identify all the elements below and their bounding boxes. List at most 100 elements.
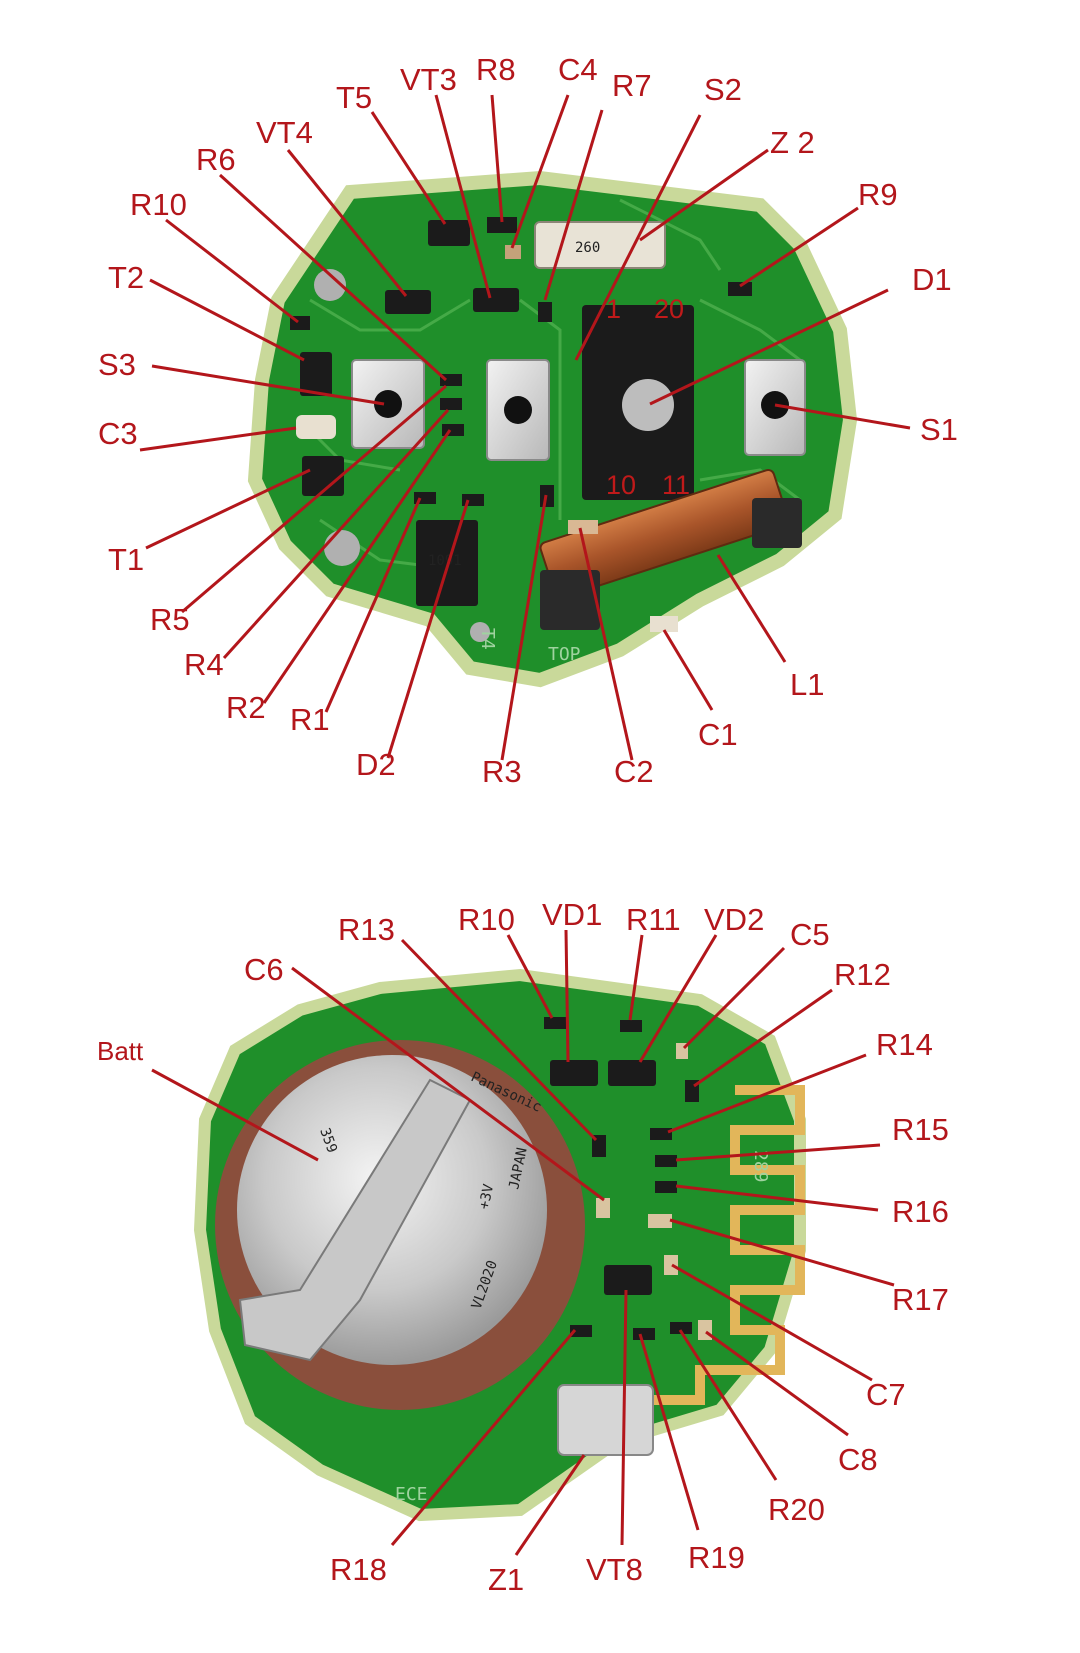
label-c8: C8 <box>838 1442 878 1477</box>
silk-top: TOP <box>548 644 581 665</box>
capacitor-c4 <box>505 245 521 259</box>
battery-tab <box>238 1078 472 1362</box>
resistor-r14 <box>650 1128 672 1140</box>
antenna-trace <box>640 1085 805 1405</box>
resistor-r8 <box>487 217 517 233</box>
label-l1: L1 <box>790 667 824 702</box>
label-c5: C5 <box>790 917 830 952</box>
label-vt4: VT4 <box>256 115 313 150</box>
silk-t4: T4 <box>477 628 498 650</box>
ic-d1-dot <box>622 379 674 431</box>
label-c3: C3 <box>98 416 138 451</box>
transistor-vt8 <box>604 1265 652 1295</box>
label-c1: C1 <box>698 717 738 752</box>
label-r6: R6 <box>196 142 236 177</box>
label-r19: R19 <box>688 1540 745 1575</box>
transistor-t1 <box>302 456 344 496</box>
label-t5: T5 <box>336 80 372 115</box>
capacitor-c6 <box>596 1198 610 1218</box>
top-leaders <box>139 94 911 761</box>
label-c7: C7 <box>866 1377 906 1412</box>
label-r16: R16 <box>892 1194 949 1229</box>
resistor-r15 <box>655 1155 677 1167</box>
label-c2: C2 <box>614 754 654 789</box>
label-r9: R9 <box>858 177 898 212</box>
solder-pad <box>324 530 360 566</box>
label-r2: R2 <box>226 690 266 725</box>
label-r10: R10 <box>130 187 187 222</box>
battery-marking-3v: +3V <box>476 1182 497 1211</box>
transistor-t5 <box>428 220 470 246</box>
label-d2: D2 <box>356 747 396 782</box>
silk-289: 289 <box>750 1150 771 1183</box>
label-r8: R8 <box>476 52 516 87</box>
label-z2: Z 2 <box>770 125 815 160</box>
label-r17: R17 <box>892 1282 949 1317</box>
transistor-vt4 <box>385 290 431 314</box>
ic-pin-20: 20 <box>654 294 684 324</box>
label-c6: C6 <box>244 952 284 987</box>
solder-pad <box>314 269 346 301</box>
capacitor-c7 <box>664 1255 678 1275</box>
resistor-r20 <box>670 1322 692 1334</box>
transistor-vt3 <box>473 288 519 312</box>
capacitor-c1 <box>650 616 678 632</box>
capacitor-c8 <box>698 1320 712 1340</box>
label-r20: R20 <box>768 1492 825 1527</box>
ic-pin-10: 10 <box>606 470 636 500</box>
label-r4: R4 <box>184 647 224 682</box>
capacitor-c3 <box>296 415 336 439</box>
label-r14: R14 <box>876 1027 933 1062</box>
label-r3: R3 <box>482 754 522 789</box>
label-r5: R5 <box>150 602 190 637</box>
transistor-t2 <box>300 352 332 396</box>
top-board: 260 1091 T4 T <box>98 52 958 789</box>
resistor-r17 <box>648 1214 672 1228</box>
ic-pin-1: 1 <box>606 294 621 324</box>
label-r15: R15 <box>892 1112 949 1147</box>
resistor-r6 <box>440 374 462 386</box>
label-r18: R18 <box>330 1552 387 1587</box>
label-s1: S1 <box>920 412 958 447</box>
resistor-r5 <box>440 398 462 410</box>
crystal-z2 <box>534 221 666 269</box>
crystal-marking: 260 <box>575 240 600 256</box>
label-s2: S2 <box>704 72 742 107</box>
resistor-r4 <box>442 424 464 436</box>
label-t1: T1 <box>108 542 144 577</box>
silk-ece: ECE <box>395 1484 428 1505</box>
label-t2: T2 <box>108 260 144 295</box>
solder-pad <box>470 622 490 642</box>
resistor-r16 <box>655 1181 677 1193</box>
ic-d2-marking: 1091 <box>428 553 462 569</box>
bottom-leaders <box>151 929 895 1556</box>
switch-s2-button <box>504 396 532 424</box>
label-vt8: VT8 <box>586 1552 643 1587</box>
label-d1: D1 <box>912 262 952 297</box>
label-z1: Z1 <box>488 1562 524 1597</box>
label-c4: C4 <box>558 52 598 87</box>
label-r7: R7 <box>612 68 652 103</box>
resistor-r7 <box>538 302 552 322</box>
label-r11: R11 <box>626 902 681 937</box>
resistor-r18 <box>570 1325 592 1337</box>
label-r10-b: R10 <box>458 902 515 937</box>
coil-l1-end-right <box>752 498 802 548</box>
label-r1: R1 <box>290 702 330 737</box>
bottom-board: VL2020 +3V JAPAN Panasonic 359 ECE 289 <box>97 897 949 1597</box>
label-s3: S3 <box>98 347 136 382</box>
label-vt3: VT3 <box>400 62 457 97</box>
label-vd1: VD1 <box>542 897 602 932</box>
transistor-vd1 <box>550 1060 598 1086</box>
transistor-vd2 <box>608 1060 656 1086</box>
resistor-r13 <box>592 1135 606 1157</box>
ic-pin-11: 11 <box>662 470 690 500</box>
label-vd2: VD2 <box>704 902 764 937</box>
coil-l1-end-left <box>540 570 600 630</box>
label-r13: R13 <box>338 912 395 947</box>
resistor-r19 <box>633 1328 655 1340</box>
switch-s3-button <box>374 390 402 418</box>
resistor-r11 <box>620 1020 642 1032</box>
